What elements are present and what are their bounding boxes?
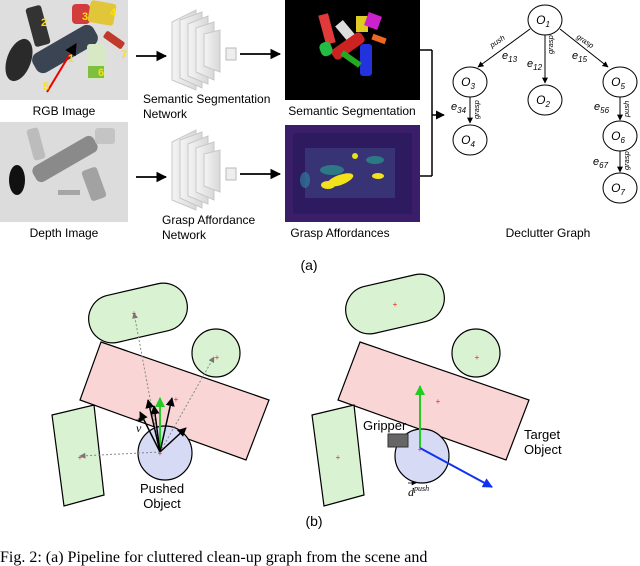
svg-text:+: + bbox=[132, 309, 137, 318]
segmentation-network-label: Semantic Segmentation bbox=[143, 92, 270, 106]
panel-a: 2 3 4 1 5 6 7 RGB Image Depth Image bbox=[0, 0, 638, 273]
object-number-label: 6 bbox=[98, 67, 104, 79]
left-scene: + + + + + v Pushed Object bbox=[51, 282, 270, 511]
capsule-object bbox=[88, 282, 188, 344]
graph-node-label: O3 bbox=[461, 75, 475, 91]
svg-text:+: + bbox=[78, 453, 83, 462]
gripper-label: Gripper bbox=[363, 418, 407, 433]
graph-node bbox=[602, 172, 638, 204]
merge-connector bbox=[420, 49, 445, 177]
depth-image bbox=[0, 122, 128, 222]
rgb-image: 2 3 4 1 5 6 7 bbox=[0, 0, 128, 100]
panel-a-label: (a) bbox=[300, 257, 317, 273]
svg-text:+: + bbox=[215, 353, 220, 362]
grasp-output-caption: Grasp Affordances bbox=[290, 226, 389, 240]
object-number-label: 1 bbox=[68, 53, 74, 65]
grasp-affordance-output-image bbox=[285, 125, 420, 222]
graph-edge-label: e12 bbox=[527, 58, 543, 72]
depth-image-caption: Depth Image bbox=[30, 226, 99, 240]
svg-text:+: + bbox=[475, 353, 480, 362]
round-object bbox=[451, 328, 501, 378]
graph-node-label: O4 bbox=[461, 133, 475, 149]
graph-node bbox=[527, 84, 563, 116]
graph-node-label: O7 bbox=[611, 181, 625, 197]
graph-edge-label: e13 bbox=[502, 50, 518, 64]
graph-node bbox=[452, 124, 488, 156]
graph-node bbox=[602, 66, 638, 98]
graph-edge-label: e67 bbox=[593, 156, 609, 170]
svg-text:+: + bbox=[393, 300, 398, 309]
panel-b: + + + + + v Pushed Object + + + bbox=[51, 273, 562, 529]
svg-text:+: + bbox=[174, 395, 179, 404]
target-object-label: Target bbox=[524, 427, 561, 442]
pushed-object-label: Object bbox=[143, 496, 181, 511]
tall-object bbox=[51, 404, 105, 507]
graph-node-label: O1 bbox=[536, 13, 550, 29]
panel-b-label: (b) bbox=[305, 513, 322, 529]
graph-edge-action: grasp bbox=[575, 32, 596, 50]
object-number-label: 2 bbox=[41, 17, 47, 29]
object-number-label: 7 bbox=[121, 49, 127, 61]
graph-node-label: O5 bbox=[611, 75, 625, 91]
object-number-label: 3 bbox=[82, 11, 88, 23]
push-direction-arrow bbox=[419, 447, 493, 488]
segmentation-output-image bbox=[285, 0, 420, 100]
svg-text:+: + bbox=[158, 449, 163, 458]
right-scene: + + + + + Gripper Target Object dpush bbox=[311, 273, 562, 507]
graph-edge-action: grasp bbox=[472, 100, 481, 119]
grasp-network-label: Network bbox=[162, 228, 207, 242]
grasp-network-icon bbox=[171, 129, 237, 211]
graph-node bbox=[452, 66, 488, 98]
graph-node-label: O2 bbox=[536, 93, 550, 109]
svg-text:+: + bbox=[336, 453, 341, 462]
declutter-graph: O1 O3 O2 O5 O4 O6 O7 e13 e12 e15 e34 e56… bbox=[451, 4, 638, 204]
graph-edge-action: grasp bbox=[622, 151, 631, 170]
svg-text:+: + bbox=[436, 397, 441, 406]
gripper-icon bbox=[387, 433, 409, 448]
push-direction-label: dpush bbox=[408, 484, 429, 499]
segmentation-network-label: Network bbox=[143, 107, 188, 121]
graph-edge-action: grasp bbox=[546, 35, 555, 54]
pushed-object-label: Pushed bbox=[140, 481, 184, 496]
rectangular-object bbox=[337, 341, 530, 461]
graph-caption: Declutter Graph bbox=[506, 226, 591, 240]
object-number-label: 4 bbox=[110, 7, 117, 19]
figure-caption: Fig. 2: (a) Pipeline for cluttered clean… bbox=[0, 549, 427, 566]
graph-edge bbox=[477, 28, 531, 68]
graph-edge-label: e56 bbox=[594, 101, 610, 115]
graph-edge-label: e34 bbox=[451, 101, 467, 115]
tall-object bbox=[311, 404, 365, 507]
graph-edge-action: push bbox=[622, 101, 631, 118]
graph-edge-label: e15 bbox=[572, 50, 588, 64]
segmentation-network-icon bbox=[171, 9, 237, 91]
graph-node bbox=[527, 4, 563, 36]
graph-node bbox=[602, 120, 638, 152]
velocity-label: v bbox=[136, 421, 142, 435]
target-object-label: Object bbox=[524, 442, 562, 457]
rgb-image-caption: RGB Image bbox=[33, 104, 96, 118]
graph-edge bbox=[559, 28, 609, 68]
pushed-object bbox=[137, 425, 193, 481]
grasp-network-label: Grasp Affordance bbox=[162, 213, 255, 227]
object-number-label: 5 bbox=[43, 81, 49, 93]
svg-text:+: + bbox=[418, 445, 423, 454]
round-object bbox=[191, 328, 241, 378]
segmentation-output-caption: Semantic Segmentation bbox=[288, 104, 415, 118]
graph-node-label: O6 bbox=[611, 129, 625, 145]
capsule-object bbox=[345, 273, 445, 335]
